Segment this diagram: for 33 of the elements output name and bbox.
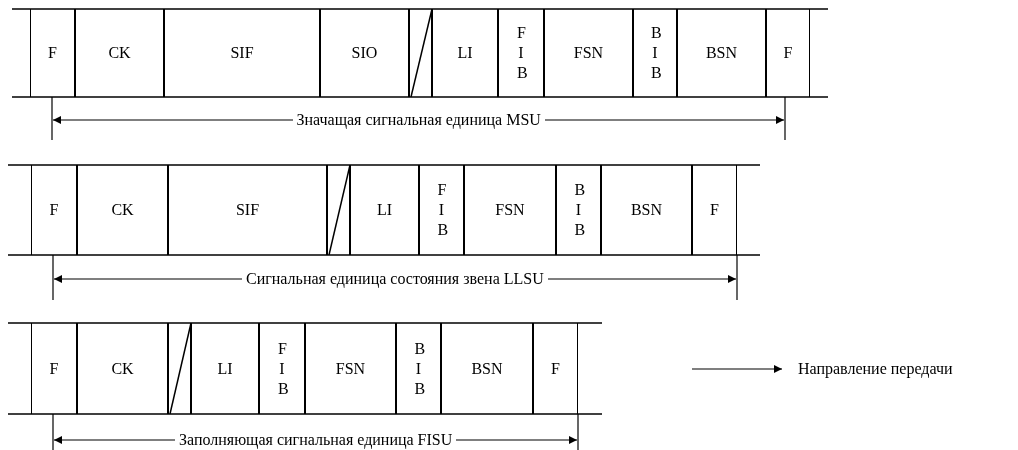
- frame-field: BSN: [441, 323, 533, 414]
- frame-field: CK: [77, 323, 168, 414]
- frame-field: BSN: [601, 165, 692, 255]
- dimension-label: Сигнальная единица состояния звена LLSU: [242, 270, 548, 288]
- frame-field: F I B: [259, 323, 305, 414]
- frame-field: F: [533, 323, 578, 414]
- frame-field: F I B: [419, 165, 464, 255]
- frame-field: F: [30, 9, 75, 97]
- frame-field: B I B: [633, 9, 677, 97]
- frame-field: LI: [350, 165, 419, 255]
- frame-field: FSN: [464, 165, 556, 255]
- frame-field: SIF: [164, 9, 320, 97]
- frame-field: CK: [75, 9, 164, 97]
- frame-field: B I B: [396, 323, 441, 414]
- frame-field: FSN: [305, 323, 396, 414]
- frame-field: F I B: [498, 9, 544, 97]
- frame-field: B I B: [556, 165, 601, 255]
- omitted-field: [168, 323, 191, 414]
- omitted-field: [327, 165, 350, 255]
- frame-field: BSN: [677, 9, 766, 97]
- frame-field: CK: [77, 165, 168, 255]
- frame-field: SIO: [320, 9, 409, 97]
- frame-field: F: [31, 323, 77, 414]
- frame-field: FSN: [544, 9, 633, 97]
- frame-field: SIF: [168, 165, 327, 255]
- dimension-label: Заполняющая сигнальная единица FISU: [175, 431, 457, 449]
- frame-field: F: [766, 9, 810, 97]
- frame-field: LI: [191, 323, 259, 414]
- omitted-field: [409, 9, 432, 97]
- dimension-label: Значащая сигнальная единица MSU: [292, 111, 545, 129]
- frame-field: F: [31, 165, 77, 255]
- frame-field: LI: [432, 9, 498, 97]
- frame-field: F: [692, 165, 737, 255]
